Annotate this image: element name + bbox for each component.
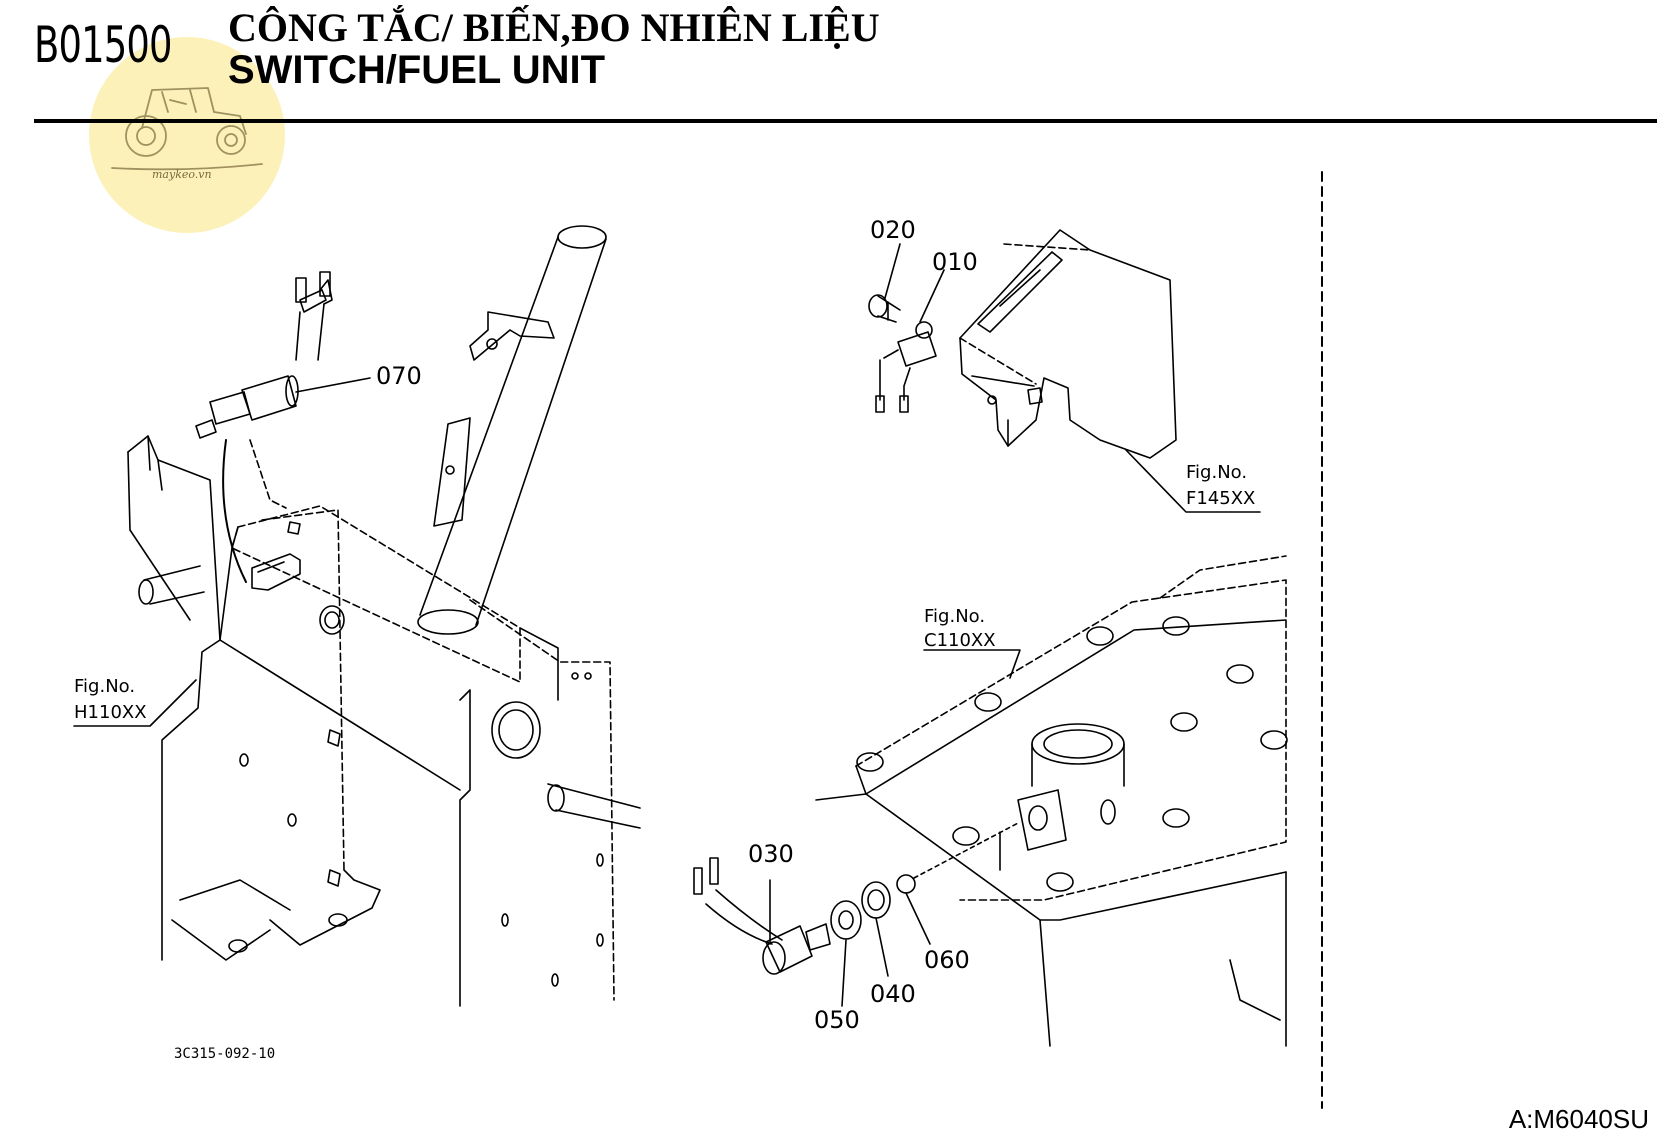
transmission-housing — [815, 555, 1288, 1047]
figref-h110-value: H110XX — [74, 702, 147, 723]
figref-c110-value: C110XX — [924, 630, 996, 651]
callout-040: 040 — [870, 980, 916, 1008]
figref-f145-value: F145XX — [1186, 488, 1255, 509]
bolt-020 — [868, 294, 901, 323]
leader-f145 — [1125, 449, 1261, 513]
sensor-010 — [875, 321, 937, 413]
leader-010 — [919, 269, 945, 323]
model-footer: A:M6040SU — [1508, 1104, 1649, 1134]
callout-050: 050 — [814, 1006, 860, 1034]
sensor-030 — [693, 857, 831, 975]
leader-060 — [905, 892, 931, 945]
header-rule — [34, 119, 1657, 123]
ball-060 — [896, 874, 916, 894]
callout-070: 070 — [376, 362, 422, 390]
axis-line — [913, 821, 1021, 879]
callout-020: 020 — [870, 216, 916, 244]
drawing-code: 3C315-092-10 — [174, 1046, 275, 1062]
leader-c110 — [923, 649, 1021, 679]
maykeo-logo: maykeo.vn — [89, 37, 285, 233]
leader-020 — [884, 243, 901, 299]
figref-c110-label: Fig.No. — [924, 606, 985, 627]
leader-050 — [841, 939, 847, 1007]
leader-040 — [875, 917, 889, 977]
figref-f145-label: Fig.No. — [1186, 462, 1247, 483]
seal-040 — [861, 881, 891, 919]
logo-text: maykeo.vn — [152, 168, 212, 181]
callout-060: 060 — [924, 946, 970, 974]
bracket-assembly-f145 — [959, 229, 1177, 459]
callout-010: 010 — [932, 248, 978, 276]
title-vietnamese: CÔNG TẮC/ BIẾN,ĐO NHIÊN LIỆU — [228, 5, 880, 50]
title-english: SWITCH/FUEL UNIT — [228, 48, 606, 92]
dash-frame-assembly — [127, 225, 641, 1007]
leader-h110 — [73, 679, 197, 727]
washer-050 — [830, 900, 862, 940]
switch-070 — [195, 271, 371, 583]
section-code: B01500 — [34, 16, 173, 74]
callout-030: 030 — [748, 840, 794, 868]
figref-h110-label: Fig.No. — [74, 676, 135, 697]
